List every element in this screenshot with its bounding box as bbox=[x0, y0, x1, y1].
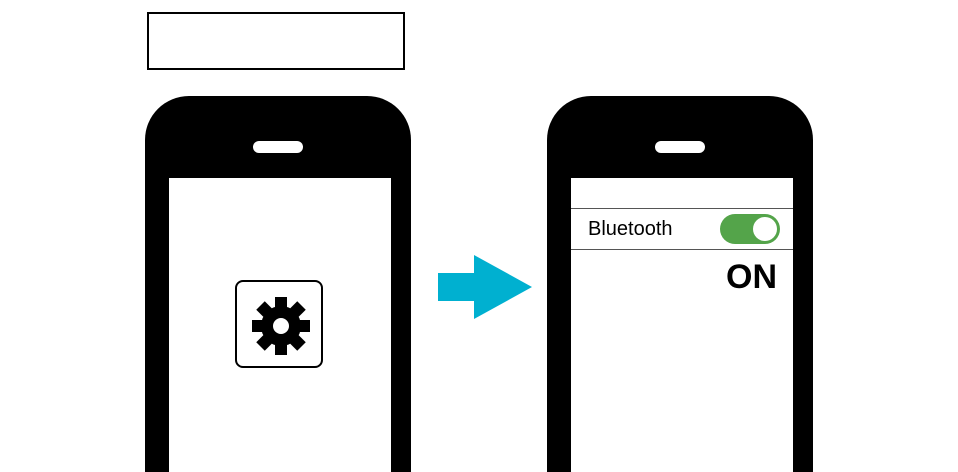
bluetooth-label: Bluetooth bbox=[588, 218, 673, 240]
status-on-text: ON bbox=[726, 258, 777, 296]
phone-speaker bbox=[253, 141, 303, 153]
blank-label-box bbox=[147, 12, 405, 70]
phone-screen-home bbox=[169, 178, 391, 472]
phone-speaker bbox=[655, 141, 705, 153]
phone-after: Bluetooth ON bbox=[547, 96, 813, 472]
bluetooth-setting-row: Bluetooth bbox=[571, 208, 793, 250]
right-arrow-icon bbox=[438, 255, 532, 319]
phone-before bbox=[145, 96, 411, 472]
gear-icon bbox=[252, 297, 310, 355]
bluetooth-toggle[interactable] bbox=[720, 214, 780, 244]
settings-app-tile[interactable] bbox=[235, 280, 323, 368]
toggle-knob bbox=[753, 217, 777, 241]
phone-screen-settings: Bluetooth ON bbox=[571, 178, 793, 472]
